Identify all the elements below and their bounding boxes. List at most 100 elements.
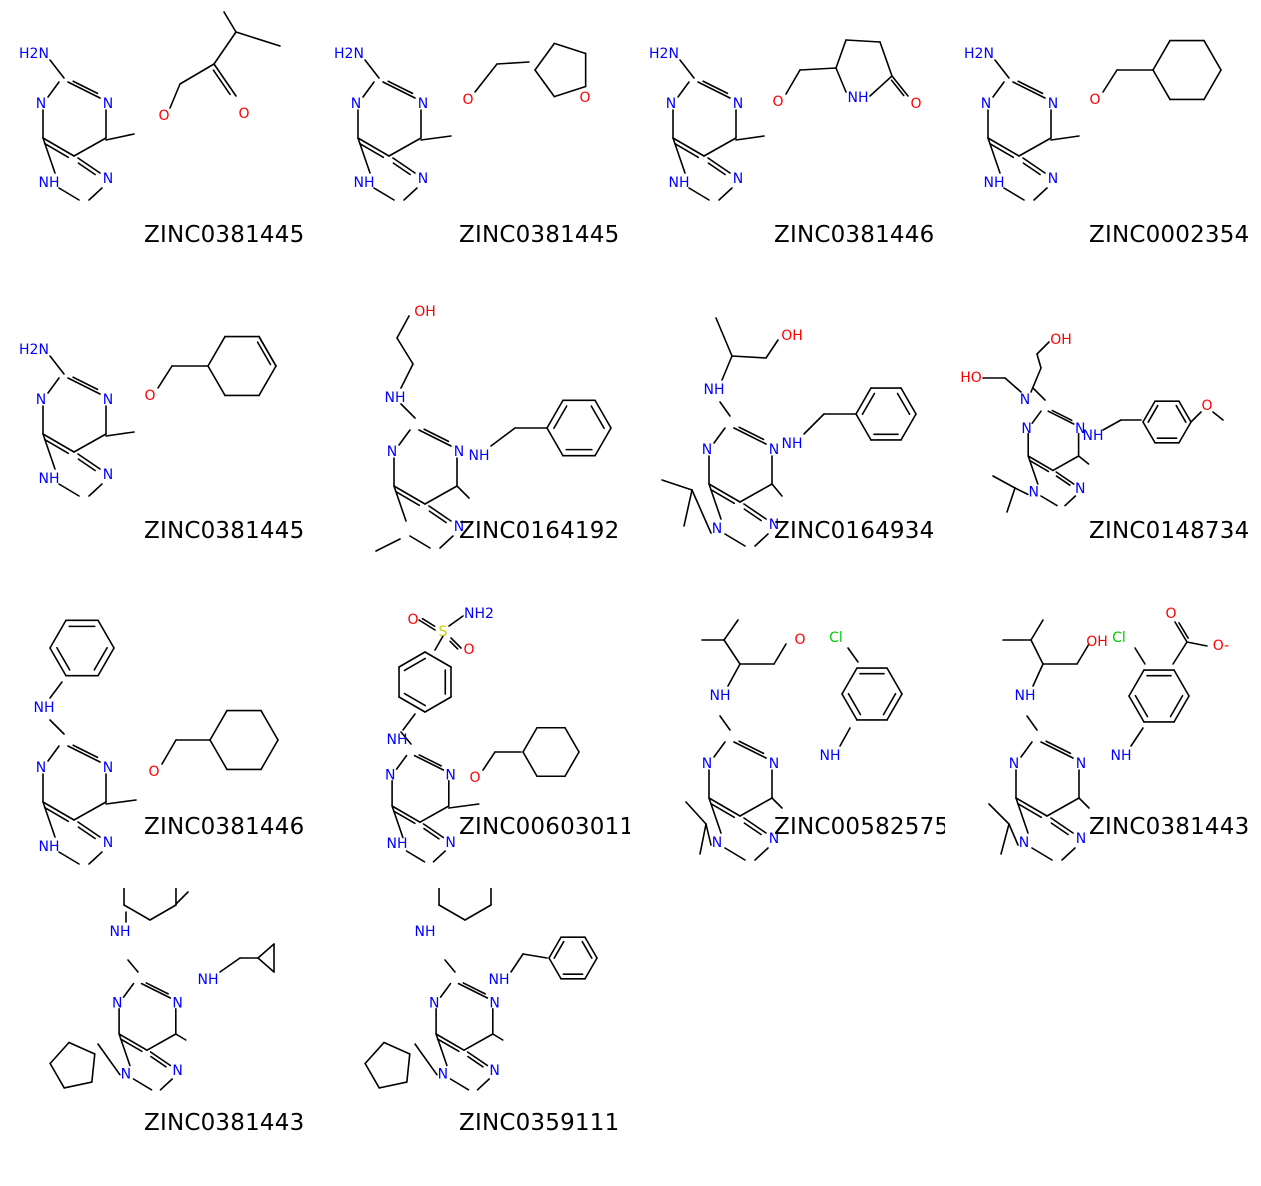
bond: [464, 904, 492, 921]
bond: [839, 727, 851, 747]
bond: [1028, 459, 1050, 473]
atom-label: N: [1075, 481, 1085, 497]
bond: [735, 135, 765, 141]
bond: [42, 433, 75, 453]
bond: [219, 957, 241, 973]
bond: [444, 959, 456, 973]
bond: [91, 1053, 96, 1083]
bond: [1102, 419, 1122, 431]
bond: [1033, 187, 1048, 201]
bond: [1046, 797, 1080, 817]
bond: [49, 1041, 70, 1065]
atom-label: NH: [34, 700, 55, 716]
bond: [435, 1033, 448, 1067]
bond: [724, 847, 746, 861]
bond: [1172, 641, 1188, 665]
bond: [1003, 187, 1025, 201]
bond: [1022, 162, 1041, 176]
bond: [105, 799, 137, 805]
atom-label: S: [439, 624, 448, 640]
atom-label: Cl: [1112, 630, 1126, 646]
atom-label: N: [1075, 421, 1085, 437]
bond: [77, 821, 101, 838]
bond: [882, 692, 897, 716]
bond: [358, 142, 385, 159]
bond: [1186, 641, 1208, 647]
atom-label: N: [666, 96, 676, 112]
bond: [987, 137, 1020, 157]
atom-label: N: [1076, 831, 1086, 847]
bond: [672, 137, 705, 157]
bond: [391, 805, 404, 839]
atom-label: NH: [415, 924, 436, 940]
bond: [43, 438, 70, 455]
bond: [1026, 715, 1038, 731]
bond: [553, 42, 587, 55]
bond: [841, 667, 858, 695]
atom-label: O: [772, 94, 783, 110]
bond: [673, 142, 700, 159]
bond: [43, 142, 70, 159]
bond: [699, 823, 707, 855]
atom-label: O: [158, 108, 169, 124]
bond: [1078, 797, 1090, 809]
atom-label: N: [733, 96, 743, 112]
bond: [743, 508, 762, 522]
bond: [1036, 341, 1050, 355]
atom-label: H2N: [19, 342, 49, 358]
atom-label: H2N: [334, 46, 364, 62]
bond: [855, 387, 872, 415]
bond: [364, 1041, 385, 1065]
bond: [879, 41, 893, 77]
atom-label: O: [1201, 398, 1212, 414]
bond: [161, 739, 177, 765]
bond: [428, 505, 452, 522]
bond: [398, 429, 411, 446]
molecule-id-label: ZINC0164192: [459, 518, 620, 544]
bond: [456, 485, 470, 499]
bond: [357, 137, 371, 174]
bond: [1147, 404, 1159, 424]
atom-label: O: [1165, 606, 1176, 622]
bond: [707, 162, 726, 176]
bond: [256, 341, 272, 366]
bond: [436, 1038, 460, 1053]
bond: [1027, 455, 1039, 485]
bond: [661, 479, 693, 491]
atom-label: N: [172, 995, 182, 1011]
bond: [534, 69, 556, 98]
bond: [58, 851, 80, 865]
atom-label: OH: [1050, 332, 1072, 348]
bond: [1077, 455, 1090, 465]
bond: [723, 619, 739, 641]
bond: [393, 485, 407, 522]
bond: [42, 137, 75, 157]
bond: [731, 355, 767, 359]
bond: [581, 940, 593, 960]
bond: [77, 826, 96, 840]
bond: [42, 433, 56, 470]
bond: [58, 483, 80, 497]
bond: [439, 535, 454, 549]
bond: [553, 405, 568, 430]
bond: [886, 667, 903, 695]
bond: [548, 936, 562, 959]
atom-label: NH: [387, 732, 408, 748]
bond: [49, 647, 67, 677]
bond: [1212, 411, 1224, 421]
bond: [886, 693, 903, 721]
bond: [702, 80, 729, 95]
bond: [466, 1051, 489, 1067]
bond: [765, 339, 779, 359]
atom-label: O: [238, 106, 249, 122]
bond: [1004, 377, 1022, 393]
atom-label: NH: [387, 836, 408, 852]
bond: [400, 403, 416, 419]
